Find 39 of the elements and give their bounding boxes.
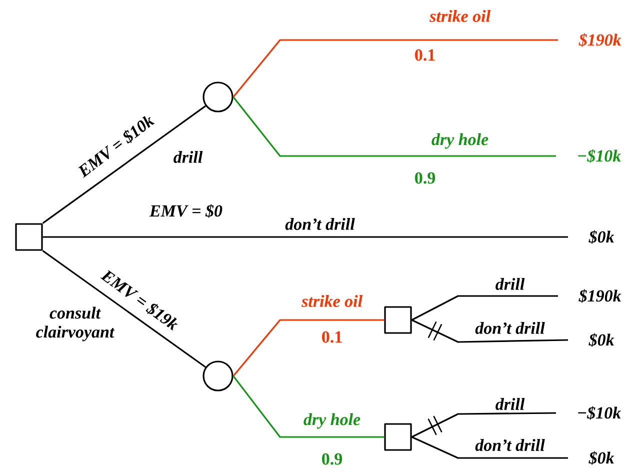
payoff-value: $0k <box>588 333 614 347</box>
edge-label: consult clairvoyant <box>36 306 115 342</box>
edge-label: drill <box>496 278 525 290</box>
branch-line <box>42 105 206 224</box>
edge-label: don’t drill <box>285 218 355 230</box>
chance-circle <box>202 82 234 112</box>
probability-label: 0.1 <box>415 49 435 61</box>
probability-label: 0.1 <box>322 331 342 343</box>
probability-label: 0.9 <box>322 453 342 465</box>
edge-label: dry hole <box>304 413 360 429</box>
edge-label: strike oil <box>429 10 490 22</box>
decision-square <box>384 306 412 334</box>
decision-square <box>384 423 412 451</box>
payoff-value: $190k <box>578 289 622 303</box>
edge-label: drill <box>496 398 525 410</box>
probability-label: 0.9 <box>415 172 436 184</box>
branch-line <box>42 250 206 368</box>
payoff-value: $0k <box>588 230 614 244</box>
payoff-value: $190k <box>578 33 622 47</box>
edge-label: dry hole <box>432 133 488 149</box>
emv-label: EMV = $0 <box>149 204 222 218</box>
branch-line <box>411 295 558 321</box>
payoff-value: −$10k <box>578 149 621 163</box>
edge-label: strike oil <box>301 295 362 307</box>
payoff-value: $0k <box>588 451 614 465</box>
edge-label: don’t drill <box>475 439 545 451</box>
branch-line <box>232 39 558 98</box>
branch-line <box>232 319 384 377</box>
branch-line <box>232 376 384 438</box>
decision-square <box>15 223 43 251</box>
branch-line <box>42 236 568 238</box>
branch-line <box>411 319 568 343</box>
branch-line <box>411 436 568 459</box>
branch-line <box>411 412 556 438</box>
edge-label: drill <box>174 151 203 163</box>
branch-line <box>232 96 556 157</box>
payoff-value: −$10k <box>578 406 621 420</box>
chance-circle <box>202 360 234 392</box>
edge-label: don’t drill <box>475 322 545 334</box>
